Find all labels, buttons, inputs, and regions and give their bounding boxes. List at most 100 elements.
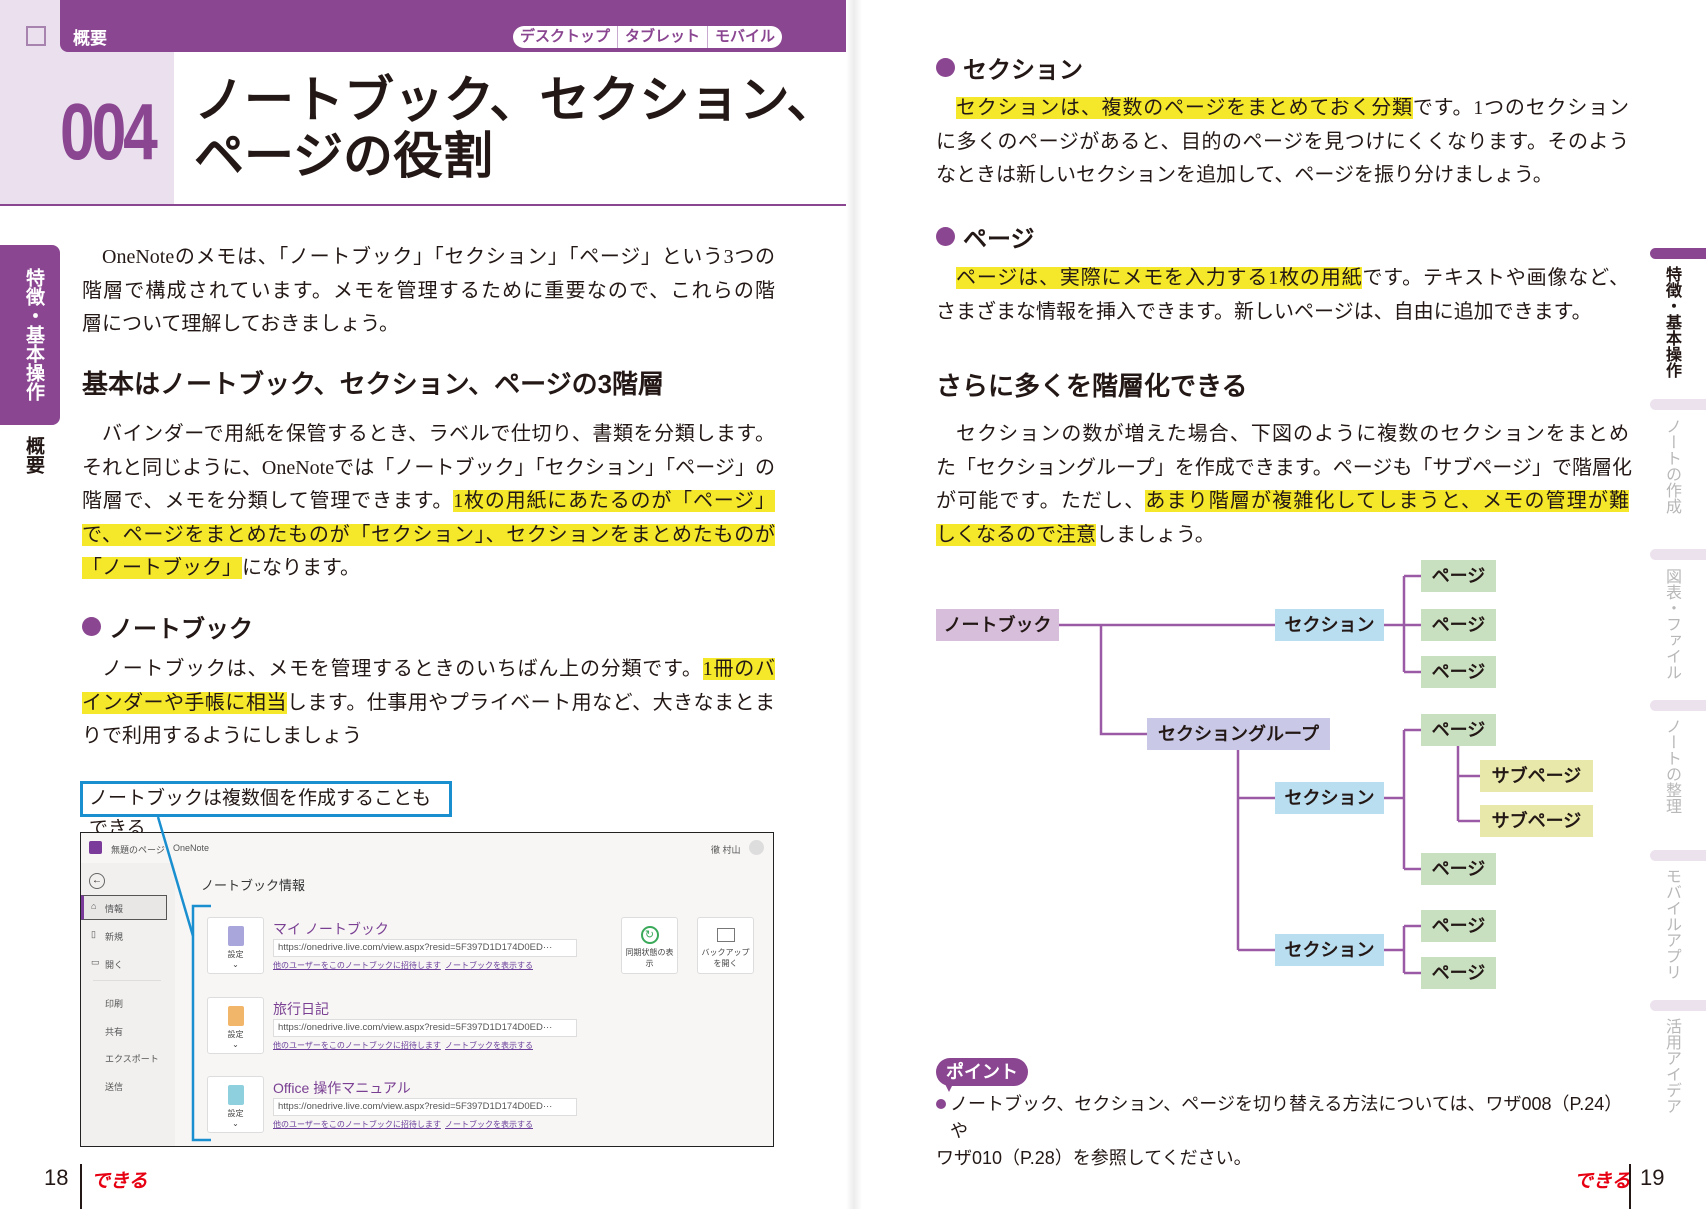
point-badge: ポイント — [936, 1058, 1028, 1086]
thumb-tab-label[interactable]: モバイルアプリ — [1663, 868, 1680, 980]
nav-item-new[interactable]: 新規 — [105, 932, 124, 942]
text-segment: 階層で構成されています。メモを管理するために重要なので、これらの階 — [82, 279, 775, 302]
notebook-heading-text: ノートブック — [109, 616, 253, 643]
diagram-page: ページ — [1421, 609, 1496, 641]
thumb-tab[interactable] — [1650, 850, 1706, 861]
text-line: さまざまな情報を挿入できます。新しいページは、自由に追加できます。 — [936, 296, 1629, 330]
thumb-tab-label[interactable]: 活用アイデア — [1663, 1018, 1680, 1114]
text-segment: それと同じように、OneNoteでは「ノートブック」「セクション」「ページ」の — [82, 456, 775, 479]
notebook-name[interactable]: マイ ノートブック — [273, 921, 389, 937]
highlighted-text: ページは、実際にメモを入力する1枚の用紙 — [956, 267, 1363, 289]
text-segment: になります。 — [242, 557, 360, 579]
view-notebook-link[interactable]: ノートブックを表示する — [445, 1120, 533, 1129]
page-number-left: 18 — [44, 1165, 69, 1190]
text-line: バインダーで用紙を保管するとき、ラベルで仕切り、書類を分類します。 — [82, 418, 775, 452]
folder-icon — [716, 928, 735, 942]
thumb-tab-active[interactable] — [1650, 248, 1706, 259]
text-segment: ノートブックは、メモを管理するときのいちばん上の分類です。 — [102, 658, 703, 680]
settings-label: 設定 — [227, 950, 244, 959]
sync-status-button[interactable]: ↻同期状態の表示 — [621, 917, 678, 974]
avatar[interactable] — [749, 840, 764, 855]
side-tab-active[interactable] — [0, 245, 60, 425]
badge-desktop: デスクトップ — [520, 28, 611, 45]
invite-users-link[interactable]: 他のユーザーをこのノートブックに招待します — [273, 1041, 441, 1050]
device-badges: デスクトップ タブレット モバイル — [513, 26, 783, 48]
backup-label: バックアップを開く — [701, 948, 750, 968]
notebook-settings-button[interactable]: 設定⌄ — [207, 997, 264, 1054]
notebook-name[interactable]: Office 操作マニュアル — [273, 1080, 411, 1096]
point-line: ワザ010（P.28）を参照してください。 — [936, 1148, 1252, 1168]
thumb-tab[interactable] — [1650, 1000, 1706, 1011]
notebook-name[interactable]: 旅行日記 — [273, 1001, 329, 1017]
home-icon: ⌂ — [91, 901, 97, 911]
nav-item-info[interactable]: 情報 — [105, 904, 124, 914]
invite-users-link[interactable]: 他のユーザーをこのノートブックに招待します — [273, 961, 441, 970]
highlighted-text: あまり階層が複雑化してしまうと、メモの管理が難 — [1145, 490, 1629, 512]
thumb-tab-label[interactable]: 特徴・基本操作 — [1663, 266, 1680, 378]
highlighted-text: しくなるので注意 — [936, 523, 1096, 546]
nav-item-open[interactable]: 開く — [105, 960, 124, 970]
view-notebook-link[interactable]: ノートブックを表示する — [445, 1041, 533, 1050]
notebook-url-field[interactable]: https://onedrive.live.com/view.aspx?resi… — [273, 1098, 577, 1116]
bullet-icon — [82, 617, 101, 636]
text-segment: さまざまな情報を挿入できます。新しいページは、自由に追加できます。 — [936, 300, 1592, 323]
notebook-icon — [227, 926, 244, 946]
text-line: 階層で構成されています。メモを管理するために重要なので、これらの階 — [82, 275, 775, 309]
highlighted-text: 「ノートブック」 — [82, 557, 242, 579]
highlighted-text: 1冊のバ — [702, 658, 775, 680]
notebook-url-field[interactable]: https://onedrive.live.com/view.aspx?resi… — [273, 1019, 577, 1037]
intro-paragraph: OneNoteのメモは、「ノートブック」「セクション」「ページ」という3つの階層… — [82, 241, 775, 342]
footer-divider — [1629, 1164, 1631, 1209]
nav-divider — [93, 980, 161, 981]
notebook-url-field[interactable]: https://onedrive.live.com/view.aspx?resi… — [273, 939, 577, 957]
text-line: 「ノートブック」になります。 — [82, 552, 775, 586]
invite-users-link[interactable]: 他のユーザーをこのノートブックに招待します — [273, 1120, 441, 1129]
highlighted-text: セクションは、複数のページをまとめておく分類 — [956, 97, 1413, 119]
side-tab-sub: 概要 — [23, 436, 44, 474]
point-text: ノートブック、セクション、ページを切り替える方法については、ワザ008（P.24… — [936, 1091, 1640, 1172]
notebook-settings-button[interactable]: 設定⌄ — [207, 1076, 264, 1133]
title-line: ノートブック、セクション、 — [194, 72, 837, 128]
side-tab-label: 特徴・基本操作 — [23, 268, 44, 401]
notebook-heading: ノートブック — [82, 609, 253, 644]
nav-item-send[interactable]: 送信 — [105, 1082, 124, 1092]
diagram-section: セクション — [1275, 609, 1384, 641]
diagram-page: ページ — [1421, 560, 1496, 592]
user-name[interactable]: 徹 村山 — [711, 845, 741, 855]
thumb-tab-label[interactable]: ノートの作成 — [1663, 418, 1680, 514]
text-line: が可能です。ただし、あまり階層が複雑化してしまうと、メモの管理が難 — [936, 485, 1629, 519]
thumb-tab[interactable] — [1650, 399, 1706, 410]
section-heading: 基本はノートブック、セクション、ページの3階層 — [82, 369, 665, 399]
highlighted-text: インダーや手帳に相当 — [82, 691, 287, 714]
text-segment: なときは新しいセクションを追加して、ページを振り分けましょう。 — [936, 164, 1553, 186]
nav-item-print[interactable]: 印刷 — [105, 999, 124, 1009]
highlighted-text: で、ページをまとめたものが「セクション」、セクションをまとめたものが — [82, 523, 775, 546]
badge-tablet: タブレット — [617, 26, 707, 48]
nav-item-share[interactable]: 共有 — [105, 1027, 124, 1037]
open-backup-button[interactable]: バックアップを開く — [697, 917, 754, 974]
text-line: 層について理解しておきましょう。 — [82, 308, 775, 342]
nav-item-info-selected[interactable] — [81, 895, 167, 920]
thumb-tab-label[interactable]: 図表・ファイル — [1663, 568, 1680, 680]
callout-connector — [156, 816, 211, 1142]
text-line: それと同じように、OneNoteでは「ノートブック」「セクション」「ページ」の — [82, 452, 775, 486]
checkbox-icon — [26, 26, 46, 46]
text-segment: 階層で、メモを分類して管理できます。 — [82, 490, 454, 512]
diagram-notebook: ノートブック — [936, 609, 1059, 641]
thumb-tab[interactable] — [1650, 700, 1706, 711]
back-arrow-icon[interactable]: ← — [89, 873, 105, 889]
nav-item-export[interactable]: エクスポート — [105, 1054, 159, 1064]
text-line: セクションの数が増えた場合、下図のように複数のセクションをまとめ — [936, 418, 1629, 452]
thumb-tab-label[interactable]: ノートの整理 — [1663, 718, 1680, 814]
notebook-settings-button[interactable]: 設定⌄ — [207, 917, 264, 974]
onenote-logo-icon — [89, 841, 102, 854]
text-segment: が可能です。ただし、 — [936, 490, 1146, 512]
text-line: 階層で、メモを分類して管理できます。1枚の用紙にあたるのが「ページ」 — [82, 485, 775, 519]
badge-mobile: モバイル — [707, 26, 782, 48]
notebook-icon — [227, 1085, 244, 1105]
thumb-tab[interactable] — [1650, 549, 1706, 560]
text-segment: バインダーで用紙を保管するとき、ラベルで仕切り、書類を分類します。 — [102, 423, 775, 445]
view-notebook-link[interactable]: ノートブックを表示する — [445, 961, 533, 970]
text-line: に多くのページがあると、目的のページを見つけにくくなります。そのよう — [936, 126, 1629, 160]
footer-divider — [80, 1164, 82, 1209]
